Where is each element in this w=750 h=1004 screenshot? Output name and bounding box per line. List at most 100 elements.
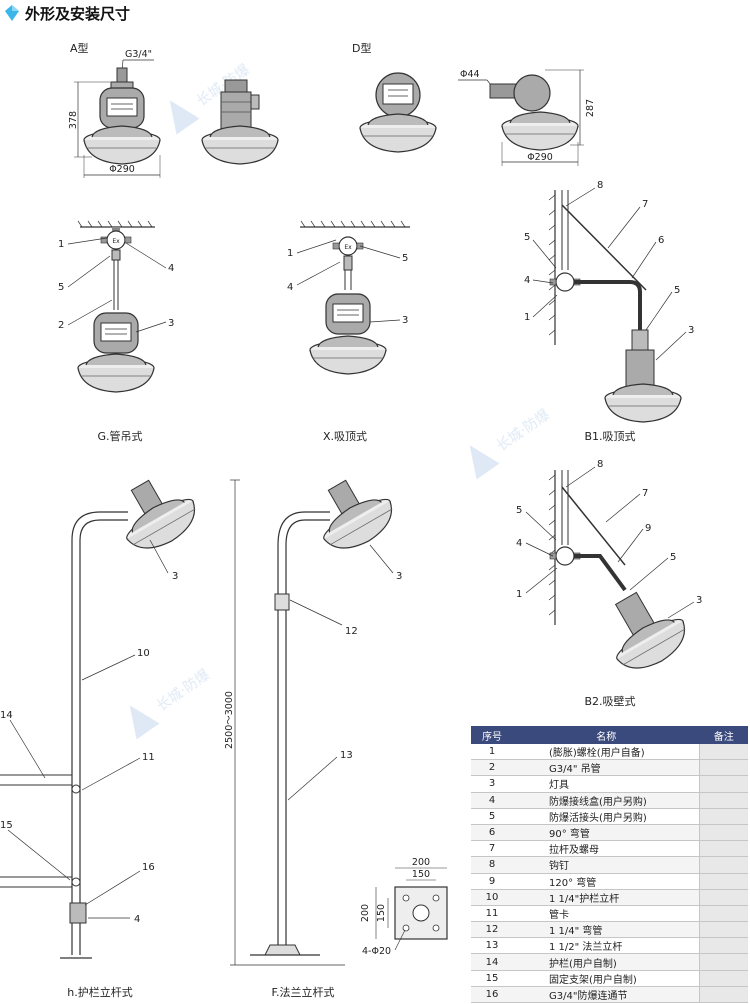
callout-5: 5 (670, 552, 676, 563)
type-a-label: A型 (70, 41, 89, 55)
part-number: 5 (471, 808, 513, 825)
callout-3: 3 (402, 315, 408, 326)
callout-3: 3 (688, 325, 694, 336)
watermark-text: 长城·防爆 (494, 407, 553, 455)
type-d-label: D型 (352, 41, 371, 55)
callout-14: 14 (0, 710, 13, 721)
flange-height-200: 200 (360, 904, 371, 922)
callout-4: 4 (287, 282, 293, 293)
callout-12: 12 (345, 626, 358, 637)
part-name: 管卡 (513, 905, 700, 923)
part-note (699, 873, 748, 890)
callout-4: 4 (516, 538, 522, 549)
part-note (699, 792, 748, 809)
callout-2: 2 (58, 320, 64, 331)
callout-1: 1 (524, 312, 530, 323)
part-name: 防爆活接头(用户另购) (513, 808, 700, 825)
part-name: G3/4"防爆连通节 (513, 986, 700, 1004)
callout-3: 3 (172, 571, 178, 582)
b1-mount-diagram: 8 7 6 5 4 1 5 3 B1.吸顶式 (524, 180, 694, 443)
section-header: 外形及安装尺寸 (0, 0, 750, 26)
part-note (699, 970, 748, 987)
callout-3: 3 (168, 318, 174, 329)
part-note (699, 808, 748, 825)
flange-holes-label: 4-Φ20 (362, 946, 391, 957)
part-name: 护栏(用户自制) (513, 953, 700, 971)
part-name: 1 1/4" 弯管 (513, 921, 700, 939)
part-name: (膨胀)螺栓(用户自备) (513, 744, 700, 761)
part-name: 1 1/2" 法兰立杆 (513, 937, 700, 955)
part-number: 9 (471, 873, 513, 890)
part-note (699, 953, 748, 971)
part-note (699, 905, 748, 923)
caption-f: F.法兰立杆式 (271, 985, 334, 999)
part-note (699, 759, 748, 777)
watermark-text: 长城·防爆 (154, 667, 213, 715)
callout-13: 13 (340, 750, 353, 761)
part-number: 12 (471, 921, 513, 939)
flange-height-150: 150 (376, 904, 387, 922)
callout-3: 3 (696, 595, 702, 606)
caption-b2: B2.吸壁式 (584, 694, 635, 708)
x-ceiling-mount-diagram: Ex 1 5 4 3 X.吸顶式 (287, 220, 410, 443)
d-diameter-dimension: Φ290 (527, 152, 553, 163)
part-note (699, 775, 748, 793)
type-a-side-view (201, 79, 279, 165)
thread-label: G3/4" (125, 49, 152, 60)
callout-4: 4 (168, 263, 174, 274)
flange-plate-detail: 200 150 200 150 4-Φ20 (360, 857, 448, 957)
header-name: 名称 (513, 726, 700, 744)
callout-8: 8 (597, 180, 603, 191)
part-name: 防爆接线盒(用户另购) (513, 792, 700, 809)
callout-10: 10 (137, 648, 150, 659)
callout-5: 5 (674, 285, 680, 296)
part-number: 1 (471, 744, 513, 761)
part-number: 13 (471, 937, 513, 955)
callout-4: 4 (134, 914, 140, 925)
callout-5: 5 (524, 232, 530, 243)
callout-16: 16 (142, 862, 155, 873)
callout-8: 8 (597, 459, 603, 470)
caption-h: h.护栏立杆式 (67, 985, 132, 999)
ex-mark: Ex (344, 244, 352, 251)
watermark: 长城·防爆 长城·防爆 长城·防爆 (129, 62, 553, 740)
callout-4: 4 (524, 275, 530, 286)
header-note: 备注 (699, 726, 748, 744)
part-note (699, 744, 748, 761)
ex-mark: Ex (112, 238, 120, 245)
type-d-side-view: Φ44 287 Φ290 (458, 69, 596, 166)
part-number: 16 (471, 986, 513, 1004)
f-flange-pole-diagram: 2500～3000 3 12 13 F.法兰立杆式 (224, 479, 403, 999)
part-note (699, 856, 748, 874)
height-dimension: 378 (68, 111, 79, 129)
pole-height-dimension: 2500～3000 (224, 691, 235, 749)
flange-width-200: 200 (412, 857, 430, 868)
part-name: 拉杆及螺母 (513, 840, 700, 858)
part-name: 钩钉 (513, 856, 700, 874)
part-name: 灯具 (513, 775, 700, 793)
part-name: 90° 弯管 (513, 824, 700, 842)
d-height-dimension: 287 (585, 99, 596, 117)
table-row: 1(膨胀)螺栓(用户自备) (471, 744, 748, 761)
diamond-icon (5, 5, 19, 21)
caption-b1: B1.吸顶式 (584, 430, 635, 443)
part-number: 7 (471, 840, 513, 858)
part-name: 1 1/4"护栏立杆 (513, 889, 700, 906)
section-title: 外形及安装尺寸 (25, 5, 131, 23)
part-number: 4 (471, 792, 513, 809)
part-note (699, 824, 748, 842)
header-no: 序号 (471, 726, 513, 744)
caption-g: G.管吊式 (97, 429, 142, 443)
part-number: 6 (471, 824, 513, 842)
part-number: 11 (471, 905, 513, 923)
